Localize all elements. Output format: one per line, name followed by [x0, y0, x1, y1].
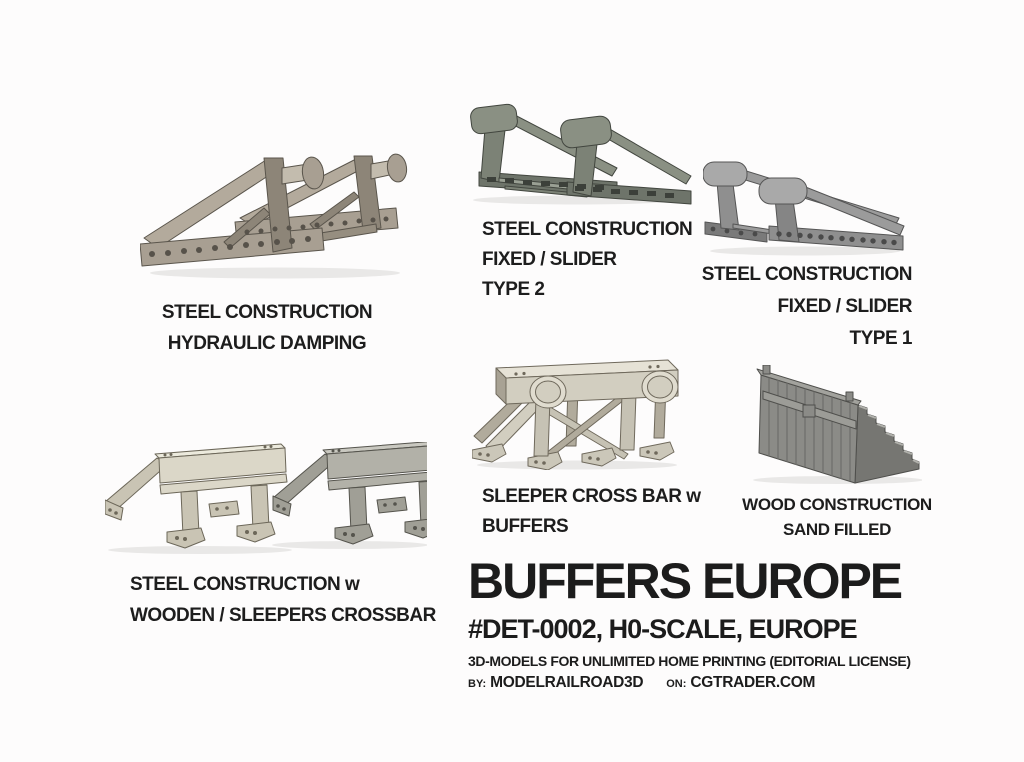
label-fixed-slider-type1: STEEL CONSTRUCTION FIXED / SLIDER TYPE 1 [692, 259, 913, 355]
label-wood-sand-filled: WOOD CONSTRUCTION SAND FILLED [737, 492, 937, 542]
label-fixed-slider-type2: STEEL CONSTRUCTION FIXED / SLIDER TYPE 2 [482, 215, 693, 305]
render-sleeper-crossbar-buffers-icon [472, 358, 685, 470]
label-wooden-sleepers-crossbar: STEEL CONSTRUCTION w WOODEN / SLEEPERS C… [130, 569, 436, 631]
by-label: BY: [468, 678, 487, 690]
product-code: #DET-0002, H0-SCALE, EUROPE [468, 614, 858, 644]
render-wooden-sleepers-crossbar-icon [105, 442, 427, 555]
on-label: ON: [666, 678, 687, 690]
label-line: STEEL CONSTRUCTION w [130, 574, 360, 595]
marketplace-name: CGTRADER.COM [690, 674, 816, 691]
label-line: FIXED / SLIDER [777, 296, 913, 317]
render-fixed-slider-type2-icon [465, 98, 693, 205]
label-line: SAND FILLED [783, 520, 891, 539]
label-line: WOODEN / SLEEPERS CROSSBAR [130, 605, 436, 626]
title-block: BUFFERS EUROPE #DET-0002, H0-SCALE, EURO… [468, 553, 911, 692]
label-line: BUFFERS [482, 516, 569, 537]
label-line: WOOD CONSTRUCTION [742, 495, 932, 514]
render-steel-hydraulic-buffer-icon [140, 146, 413, 280]
label-steel-hydraulic-buffer: STEEL CONSTRUCTION HYDRAULIC DAMPING [115, 297, 419, 359]
render-fixed-slider-type1-icon [703, 146, 908, 256]
label-line: SLEEPER CROSS BAR w [482, 486, 701, 507]
byline: BY: MODELRAILROAD3D ON: CGTRADER.COM [468, 674, 911, 692]
label-line: HYDRAULIC DAMPING [167, 333, 367, 354]
label-line: TYPE 1 [849, 328, 913, 349]
render-wood-sand-filled-icon [743, 365, 922, 485]
author-name: MODELRAILROAD3D [490, 674, 644, 691]
label-line: STEEL CONSTRUCTION [701, 264, 913, 285]
label-sleeper-crossbar-buffers: SLEEPER CROSS BAR w BUFFERS [482, 482, 701, 542]
label-line: STEEL CONSTRUCTION [161, 302, 373, 323]
license-line: 3D-MODELS FOR UNLIMITED HOME PRINTING (E… [468, 653, 911, 669]
label-line: TYPE 2 [482, 279, 545, 300]
label-line: STEEL CONSTRUCTION [482, 219, 693, 240]
page-title: BUFFERS EUROPE [468, 553, 903, 609]
label-line: FIXED / SLIDER [482, 249, 617, 270]
